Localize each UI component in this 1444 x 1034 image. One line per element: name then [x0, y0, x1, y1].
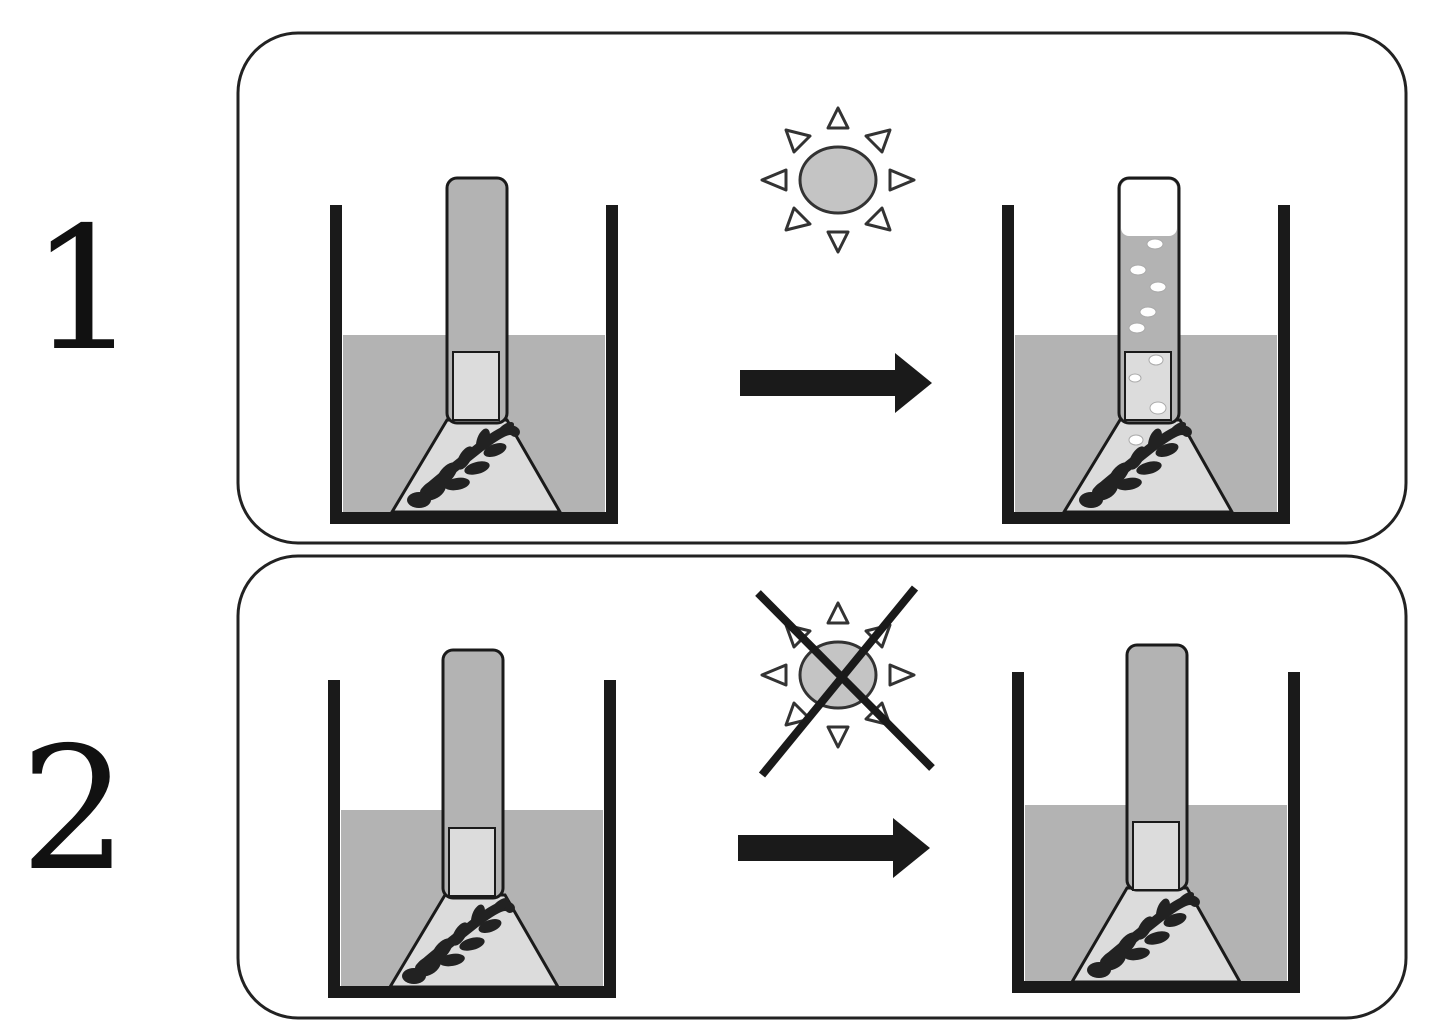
arrow-icon — [740, 353, 932, 413]
panel-1-frame — [236, 31, 1408, 545]
sun-icon — [760, 106, 916, 254]
cross-icon — [755, 590, 935, 771]
beaker-before-1 — [330, 176, 618, 524]
gas-bubbles — [1128, 238, 1167, 446]
beaker-after-2 — [1012, 643, 1300, 993]
panel-2-label: 2 — [20, 711, 129, 909]
beaker-after-1 — [1002, 176, 1290, 524]
panel-1-label: 1 — [30, 191, 139, 389]
arrow-icon — [738, 818, 930, 878]
no-light-indicator — [755, 585, 935, 778]
panel-2-frame — [236, 554, 1408, 1020]
panel-1 — [236, 31, 1408, 545]
beaker-before-2 — [328, 648, 616, 998]
panel-2 — [236, 554, 1408, 1020]
